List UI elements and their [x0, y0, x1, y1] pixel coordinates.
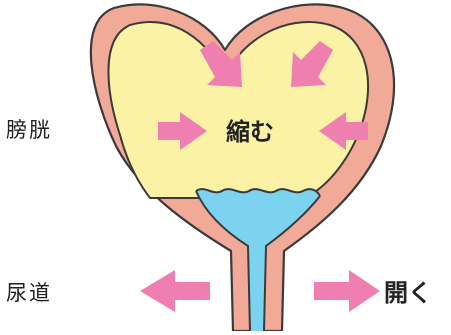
arrow-inward-icon: [158, 41, 368, 150]
urethra-inner-wall-left: [195, 190, 251, 332]
arrow-diag-left: [200, 41, 242, 87]
urine-surface-line: [195, 188, 321, 197]
arrow-open-right: [314, 270, 380, 312]
label-urethra: 尿道: [6, 281, 52, 305]
arrow-horizontal-right: [319, 112, 368, 150]
arrow-horizontal-left: [158, 112, 207, 150]
label-contract: 縮む: [226, 118, 274, 146]
arrow-outward-icon: [140, 270, 380, 312]
urine-level: [196, 189, 320, 331]
arrow-diag-right: [291, 41, 333, 87]
label-bladder: 膀胱: [6, 118, 52, 142]
label-open: 開く: [384, 279, 432, 307]
arrow-open-left: [140, 270, 210, 312]
urethra-inner-wall-right: [263, 195, 321, 332]
